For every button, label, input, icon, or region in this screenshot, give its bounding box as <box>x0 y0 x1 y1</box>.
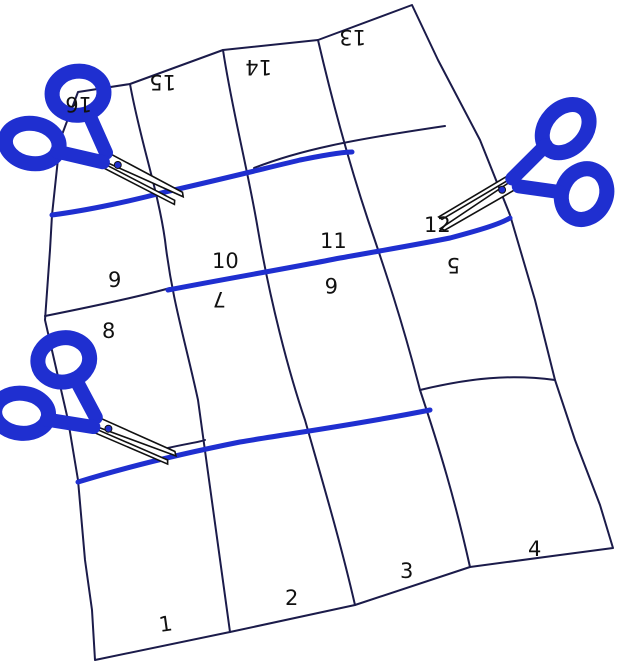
cell-number-14: 14 <box>245 55 272 79</box>
cell-number-5: 5 <box>447 253 460 277</box>
cell-number-6: 6 <box>325 273 338 297</box>
cut-line-lower <box>75 407 433 485</box>
cell-number-16: 16 <box>65 92 92 116</box>
cell-number-15: 15 <box>149 70 176 94</box>
fold-line-horizontal-lower <box>167 439 206 449</box>
paper-outline <box>44 4 614 661</box>
fold-line-horizontal-middle-right <box>419 376 556 391</box>
fold-line-vertical-3 <box>317 39 471 568</box>
cut-line-middle <box>165 215 513 293</box>
cell-number-9: 9 <box>108 268 121 292</box>
cell-number-2: 2 <box>285 586 298 610</box>
fold-line-horizontal-middle <box>44 287 171 317</box>
cut-line-top <box>49 149 355 218</box>
scissors-icon <box>437 97 615 232</box>
fold-line-vertical-2 <box>222 49 356 606</box>
cell-number-12: 12 <box>424 213 451 237</box>
scissors-icon <box>0 63 185 206</box>
cell-number-1: 1 <box>157 611 174 637</box>
cell-number-3: 3 <box>400 559 413 583</box>
cell-number-11: 11 <box>320 229 347 253</box>
cell-number-4: 4 <box>528 537 541 561</box>
cell-number-13: 13 <box>339 25 366 49</box>
fold-line-horizontal-top <box>253 125 446 169</box>
fold-line-vertical-1 <box>129 83 231 633</box>
cell-number-8: 8 <box>102 319 115 343</box>
cell-number-10: 10 <box>212 249 239 273</box>
cell-number-7: 7 <box>213 287 226 311</box>
scissors-icon <box>0 330 177 466</box>
